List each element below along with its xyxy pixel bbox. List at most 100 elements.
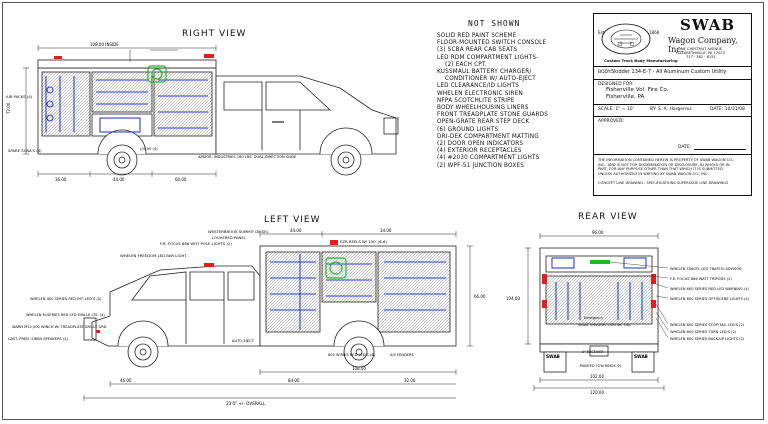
left-dim: 32.00 <box>404 378 416 383</box>
body-label: BODY: <box>598 70 612 75</box>
left-grille-guard <box>83 317 97 341</box>
left-dim: 34.00 <box>380 228 392 233</box>
right-view-dimensions <box>23 45 217 177</box>
left-rear-wheel <box>343 336 375 368</box>
concept-note: CONCEPT LINE DRAWING - SPECIFICATIONS SU… <box>598 181 729 185</box>
not-shown-item: (2) DOOR OPEN INDICATORS <box>437 141 524 148</box>
rear-view-warning-lights <box>542 274 656 308</box>
right-dim: 36.00 <box>55 177 67 182</box>
left-view-reels <box>325 257 347 279</box>
fr-focus-note: F.R. FOCUS 886 WHT POLE LIGHTS (2) <box>160 241 232 246</box>
lightbar-note: WHELEN FREEDOM LED BAR LIGHT <box>120 253 187 258</box>
red-600-note: 600 SERIES RED LED'S (8) <box>328 353 376 357</box>
not-shown-item: (3) SCBA REAR CAB SEATS <box>437 47 518 54</box>
air-packs-note: AIR PACKS (4) <box>6 94 33 99</box>
right-compartment-3 <box>153 71 213 137</box>
spare-scba-note: SPARE SCBA'S (4) <box>8 148 42 153</box>
westerbrook-note: WESTERBROOK SUMMIT DIESEL <box>208 229 269 234</box>
rear-view-dimensions <box>525 233 665 391</box>
body-row: BODY: Skidder 134-E-7 - All Aluminum Cus… <box>594 66 751 79</box>
rear-view-traffic-advisor <box>590 260 610 264</box>
company-tagline: Custom Truck Body Manufacturing <box>604 58 678 63</box>
not-shown-item: BODY WHEELHOUSING LINERS <box>437 105 529 112</box>
seal-est: Est. <box>598 30 606 35</box>
sheet-border <box>2 2 764 420</box>
stop-tail-note: WHELEN 600 SERIES STOP/TAIL LED'S (2) <box>670 323 745 327</box>
brand-name: SWAB <box>680 16 736 34</box>
siren-speakers-note: CAST. PRED. SIREN SPEAKERS (2) <box>8 337 69 341</box>
not-shown-item: (2) EACH CPT. <box>437 61 487 68</box>
company-city: ELIZABETHVILLE, PA 17023 <box>676 51 725 55</box>
notice-row: THE INFORMATION CONTAINED HEREIN IS PROP… <box>594 154 751 195</box>
seal-year: 1868 <box>649 30 660 35</box>
lifeline-note: L/S-95 (4) <box>140 147 158 151</box>
right-view-warning-lights <box>54 54 214 59</box>
company-address: ONE CHESTNUT AVENUE <box>678 47 723 51</box>
not-shown-item: FLOOR-MOUNTED SWITCH CONSOLE <box>437 40 547 47</box>
notice-line: INC., AND IS NOT FOR DISSEMINATION OR DI… <box>598 162 730 167</box>
drawing-date: DATE: 10/31/08 <box>710 107 745 112</box>
not-shown-item: FRONT TREADPLATE STONE GUARDS <box>437 112 548 119</box>
opticom-note: WHELEN 600 SERIES OPTISCENE LIGHTS (4) <box>670 297 750 301</box>
traffic-advisor-note: WHELEN TA6GFL LED TRAFFIC ADVISOR <box>670 267 742 271</box>
left-dim: 66.00 <box>474 294 486 299</box>
fenders-note: S/S FENDERS <box>390 353 414 357</box>
not-shown-item: DRI-DEK COMPARTMENT MATTING <box>437 133 539 140</box>
approval-row: APPROVED: DATE: <box>594 116 751 154</box>
right-dim-top: 108.00 INSIDE <box>90 42 119 47</box>
left-front-wheel <box>127 336 159 368</box>
backup-note: WHELEN 600 SERIES BACK-UP LIGHTS (2) <box>670 337 745 341</box>
whelen-m-note: WHELEN M-SERIES RED LED GRILLE LTS. (4) <box>26 313 105 317</box>
not-shown-item: LED CLEARANCE/ID LIGHTS <box>437 83 519 90</box>
right-front-wheel <box>330 144 362 176</box>
not-shown-item: WHELEN ELECTRONIC SIREN <box>437 90 523 97</box>
right-view-truck <box>37 59 399 176</box>
not-shown-list: SOLID RED PAINT SCHEME FLOOR-MOUNTED SWI… <box>437 33 548 170</box>
right-dim: 44.00 <box>113 177 125 182</box>
not-shown-item: (2) WPF-51 JUNCTION BOXES <box>437 162 525 169</box>
left-dim: 44.00 <box>290 228 302 233</box>
right-view-reels <box>147 65 167 83</box>
louvered-note: LOUVERED PANEL <box>212 235 247 240</box>
scale-value: SCALE: 1" = 10' <box>598 107 634 112</box>
left-dim: 108.00 <box>352 366 366 371</box>
fr-tripods-note: F.R. FOCUS 866 WATT TRIPODS (2) <box>670 277 732 281</box>
not-shown-item: (4) #2030 COMPARTMENT LIGHTS <box>437 155 540 162</box>
right-dim: 60.00 <box>175 177 187 182</box>
scale-row: SCALE: 1" = 10' BY: S. A. Hargerrus DATE… <box>594 104 751 114</box>
notice-line: PART, FOR ANY PURPOSE OTHER THAN THAT WH… <box>598 167 723 172</box>
not-shown-item: KUSSMAUL BATTERY CHARGER/ <box>437 69 532 76</box>
rear-dim-top: 96.00 <box>592 230 604 235</box>
left-compartment-3 <box>377 251 451 333</box>
rear-brand-plate: SWAB <box>546 354 560 359</box>
not-shown-item: SOLID RED PAINT SCHEME <box>437 33 517 39</box>
rear-right-wheel <box>631 351 655 373</box>
receiver-note: 2" RECEIVER <box>582 350 604 354</box>
turn-note: WHELEN 600 SERIES TURN LED'S (2) <box>670 330 737 334</box>
not-shown-title: NOT SHOWN <box>468 19 521 28</box>
right-rear-wheel <box>106 144 138 176</box>
auto-eject-note: AUTO-EJECT <box>232 339 255 343</box>
left-compartment-2 <box>321 251 377 303</box>
right-compartment-1 <box>41 71 91 137</box>
rear-dim: 120.00 <box>590 390 604 395</box>
not-shown-item: (4) EXTERIOR RECEPTACLES <box>437 148 522 155</box>
customer-city: Fisherville, PA <box>606 94 645 100</box>
rear-compartment-door <box>545 275 653 325</box>
designed-for-row: DESIGNED FOR: Fisherville Vol. Fire Co. … <box>594 79 751 101</box>
left-view-warning-lights <box>96 240 338 333</box>
not-shown-item: NFPA SCOTCHLITE STRIPE <box>437 97 515 104</box>
overall-length: 23'0" +/- OVERALL <box>226 401 266 406</box>
customer-name: Fisherville Vol. Fire Co. <box>606 87 669 93</box>
drawn-by: BY: S. A. Hargerrus <box>650 107 692 112</box>
not-shown-item: OPEN-GRATE REAR STEP DECK <box>437 119 530 126</box>
right-view-equipment <box>45 76 208 133</box>
rear-leader-lines <box>609 261 669 339</box>
approved-label: APPROVED: <box>598 119 624 124</box>
rear-view-title: REAR VIEW <box>578 212 638 222</box>
red-warning-note: WHELEN 600 SERIES RED LED WARNING (4) <box>670 287 750 291</box>
rear-tail-text: Smoot. Industries 1,000 lbs. Cap. <box>578 323 631 327</box>
left-dim: 46.00 <box>120 378 132 383</box>
